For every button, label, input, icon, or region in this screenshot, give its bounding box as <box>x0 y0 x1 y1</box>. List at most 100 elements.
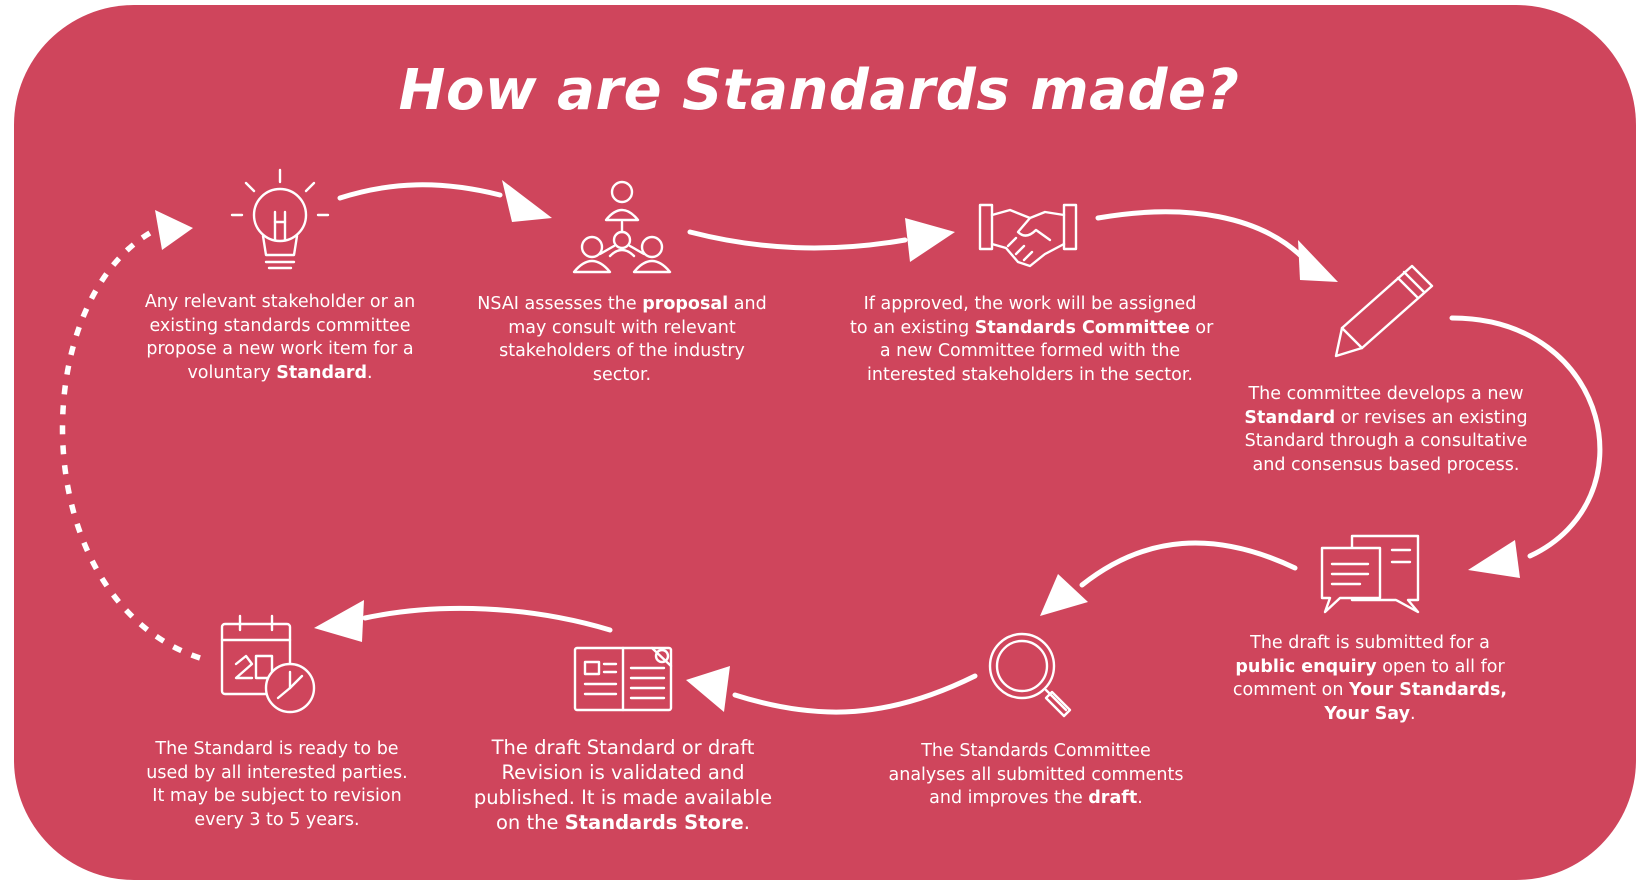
step-text-line: comment on Your Standards, <box>1200 679 1540 703</box>
text-run: stakeholders of the industry <box>499 341 745 361</box>
step-text-line: on the Standards Store. <box>455 810 791 835</box>
text-run: voluntary <box>187 362 277 383</box>
step-1-text: Any relevant stakeholder or an existing s… <box>120 291 440 385</box>
arrowhead-loop <box>155 210 193 250</box>
text-run: The draft Standard or draft <box>491 736 755 759</box>
step-text-line: propose a new work item for a <box>120 338 440 362</box>
org-chart-icon <box>572 180 672 274</box>
step-text-line: The committee develops a new <box>1216 383 1556 407</box>
arrowhead-step3 <box>905 218 955 262</box>
text-run: sector. <box>592 364 652 385</box>
step-text-line: published. It is made available <box>455 785 791 810</box>
arrowhead-step4 <box>1298 240 1338 282</box>
step-text-line: The draft is submitted for a <box>1200 632 1540 656</box>
step-text-line: to an existing Standards Committee or <box>850 317 1214 341</box>
step-8-text: The Standard is ready to be used by all i… <box>117 738 437 832</box>
step-text-line: stakeholders of the industry <box>462 340 782 364</box>
step-5-text: The draft is submitted for a public enqui… <box>1200 632 1540 726</box>
arrow-step1-to-step2 <box>337 182 503 201</box>
arrowhead-step6 <box>1040 574 1088 616</box>
text-run: NSAI assesses the <box>477 294 643 314</box>
text-run: Any relevant stakeholder or an <box>144 292 416 312</box>
text-run: . <box>366 362 373 383</box>
step-text-line: and consensus based process. <box>1216 454 1556 478</box>
bold-text: public enquiry <box>1235 656 1377 677</box>
arrowhead-step7 <box>686 666 730 712</box>
bold-text: proposal <box>642 294 729 314</box>
text-run: on the <box>495 811 565 834</box>
speech-bubbles-icon <box>1320 534 1420 614</box>
step-text-line: The Standard is ready to be <box>117 738 437 762</box>
text-run: Revision is validated and <box>501 761 745 784</box>
arrowhead-step2 <box>502 180 552 222</box>
step-text-line: and improves the draft. <box>866 787 1206 811</box>
step-text-line: Standard through a consultative <box>1216 430 1556 454</box>
background-panel <box>14 5 1636 880</box>
revision-loop-arrow <box>59 227 201 661</box>
arrow-step5-to-step6 <box>1079 540 1298 588</box>
arrow-step7-to-step8 <box>362 605 613 633</box>
text-run: used by all interested parties. <box>146 762 408 783</box>
step-3-text: If approved, the work will be assigned to… <box>850 293 1214 388</box>
step-text-line: The Standards Committee <box>866 740 1206 764</box>
step-text-line: Your Say. <box>1200 703 1540 727</box>
text-run: a new Committee formed with the <box>879 341 1181 361</box>
text-run: or <box>1189 317 1214 338</box>
text-run: and consensus based process. <box>1252 454 1520 475</box>
text-run: Standard through a consultative <box>1244 431 1528 451</box>
page-title: How are Standards made? <box>398 58 1240 123</box>
text-run: . <box>743 811 750 834</box>
bold-text: Standard <box>1244 407 1336 428</box>
bold-text: Your Standards, <box>1349 680 1508 700</box>
bold-text: Standards Store <box>564 811 744 834</box>
text-run: The draft is submitted for a <box>1250 633 1490 653</box>
bold-text: draft <box>1088 788 1138 808</box>
arrow-step3-to-step4 <box>1095 209 1303 258</box>
text-run: open to all for <box>1376 656 1505 677</box>
step-text-line: The draft Standard or draft <box>455 735 791 760</box>
text-run: The Standards Committee <box>921 741 1151 761</box>
step-text-line: Revision is validated and <box>455 760 791 785</box>
text-run: . <box>1409 703 1416 724</box>
step-text-line: used by all interested parties. <box>117 762 437 786</box>
step-text-line: existing standards committee <box>120 315 440 339</box>
text-run: published. It is made available <box>473 786 773 809</box>
step-text-line: Any relevant stakeholder or an <box>120 291 440 315</box>
text-run: to an existing <box>850 317 975 338</box>
step-text-line: If approved, the work will be assigned <box>850 293 1210 317</box>
step-text-line: interested stakeholders in the sector. <box>850 364 1210 388</box>
step-text-line: voluntary Standard. <box>120 362 440 386</box>
text-run: If approved, the work will be assigned <box>863 294 1197 314</box>
pencil-icon <box>1334 264 1434 358</box>
text-run: and improves the <box>929 788 1089 808</box>
text-run: . <box>1137 788 1143 808</box>
step-text-line: NSAI assesses the proposal and <box>462 293 782 317</box>
text-run: and <box>728 294 767 314</box>
text-run: every 3 to 5 years. <box>194 809 360 830</box>
text-run: propose a new work item for a <box>146 339 414 359</box>
text-run: The committee develops a new <box>1248 384 1524 404</box>
step-text-line: Standard or revises an existing <box>1216 407 1556 431</box>
arrow-step2-to-step3 <box>687 229 908 251</box>
text-run: interested stakeholders in the sector. <box>867 364 1193 385</box>
step-text-line: public enquiry open to all for <box>1200 656 1540 680</box>
lightbulb-icon <box>230 168 330 270</box>
step-text-line: analyses all submitted comments <box>866 764 1206 788</box>
text-run: or revises an existing <box>1335 407 1528 428</box>
step-text-line: a new Committee formed with the <box>850 340 1210 364</box>
handshake-icon <box>978 203 1078 268</box>
bold-text: Your Say <box>1324 703 1410 724</box>
calendar-clock-icon <box>220 614 316 714</box>
text-run: It may be subject to revision <box>152 786 402 806</box>
bold-text: Standard <box>276 362 367 383</box>
arrow-step4-to-step5 <box>1449 315 1603 559</box>
magnifier-icon <box>988 632 1072 718</box>
text-run: comment on <box>1232 680 1349 700</box>
step-6-text: The Standards Committee analyses all subm… <box>866 740 1206 811</box>
arrowhead-step5 <box>1468 540 1520 578</box>
open-book-icon <box>573 646 673 712</box>
text-run: The Standard is ready to be <box>155 739 399 759</box>
